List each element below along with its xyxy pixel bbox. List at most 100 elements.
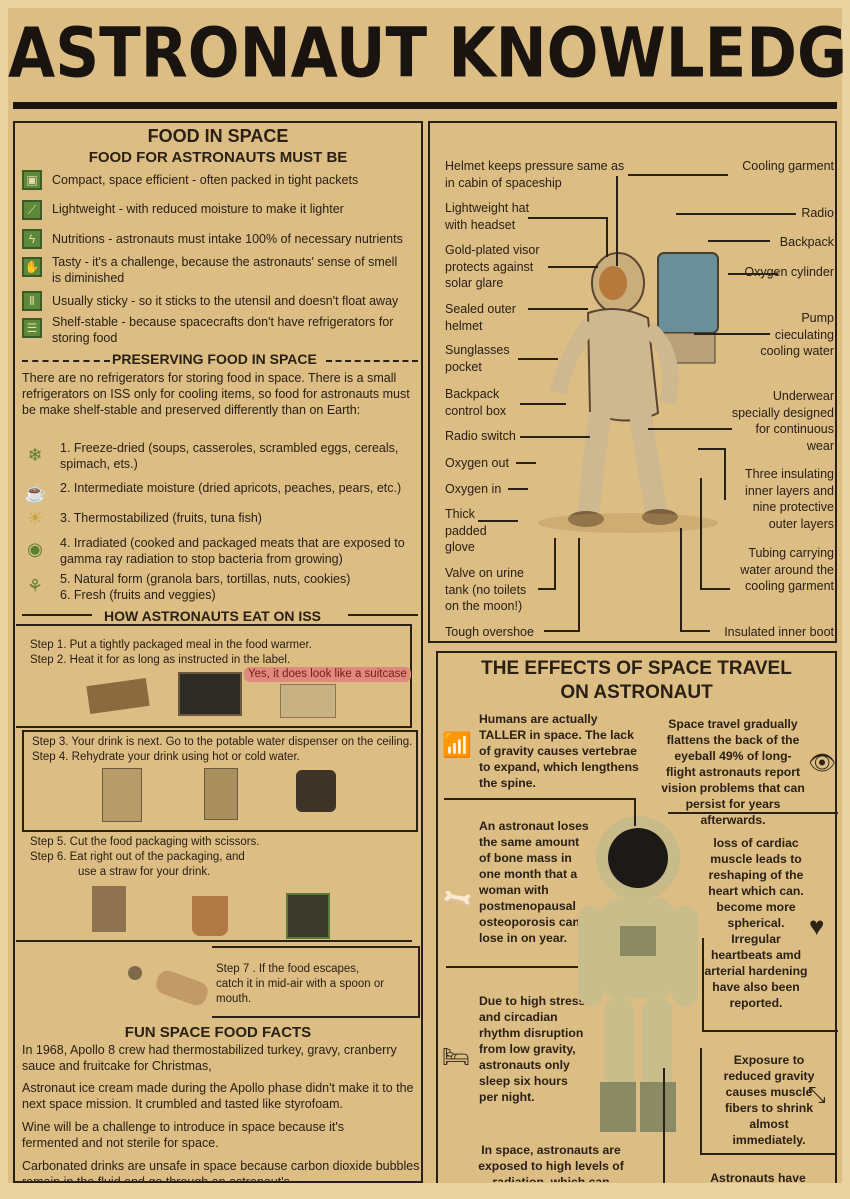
shrink-arrows-icon: ⤡ xyxy=(808,1082,826,1107)
poster-title: ASTRONAUT KNOWLEDGE xyxy=(8,14,850,94)
leader-underwear xyxy=(648,428,732,430)
label-pump: Pump cieculating cooling water xyxy=(760,311,834,358)
leader-radio xyxy=(676,213,796,215)
preserving-heading: PRESERVING FOOD IN SPACE xyxy=(112,351,317,367)
title-rule xyxy=(13,102,837,109)
eat-step-3: Step 3. Your drink is next. Go to the po… xyxy=(32,736,413,748)
sticky-icon: Ⅱ xyxy=(22,291,42,311)
eat-step-5: Step 5. Cut the food packaging with scis… xyxy=(30,836,260,848)
drink-box-image xyxy=(286,893,330,939)
astronaut-illustration xyxy=(538,252,719,533)
leader-backpack xyxy=(708,240,770,242)
leader-valve-v xyxy=(554,538,556,590)
leader-radio-switch xyxy=(520,436,590,438)
eat-step-box-1 xyxy=(16,624,412,728)
leader-oxygen xyxy=(728,273,778,275)
preserve-item-4: 4. Irradiated (cooked and packaged meats… xyxy=(60,536,405,566)
leader-pump xyxy=(694,333,770,335)
leader-valve xyxy=(538,588,556,590)
snowflake-icon: ❄ xyxy=(27,445,43,465)
food-bowl-image xyxy=(192,896,228,936)
leader-overshoe-v xyxy=(578,538,580,632)
suitcase-note: Yes, it does look like a suitcase xyxy=(244,667,411,682)
eye-icon: 👁 xyxy=(808,750,836,775)
label-underwear: Underwear specially designed for continu… xyxy=(731,389,834,453)
food-item-3: Nutritions - astronauts must intake 100%… xyxy=(52,232,403,246)
label-valve: Valve on urine tank (no toilets on the m… xyxy=(445,566,527,613)
leader-oxygen-in xyxy=(508,488,528,490)
leader-heart xyxy=(702,1030,838,1032)
preserve-item-5: 5. Natural form (granola bars, tortillas… xyxy=(60,572,351,586)
fact-2: Astronaut ice cream made during the Apol… xyxy=(22,1081,414,1111)
compact-icon: ▣ xyxy=(22,170,42,190)
fact-4: Carbonated drinks are unsafe in space be… xyxy=(22,1159,420,1182)
effect-taller: Humans are actually TALLER in space. The… xyxy=(479,712,639,790)
preserve-item-3: 3. Thermostabilized (fruits, tuna fish) xyxy=(60,511,262,525)
leader-vision xyxy=(668,812,838,814)
dash-right xyxy=(326,360,418,362)
eat-step-1: Step 1. Put a tightly packaged meal in t… xyxy=(30,639,312,651)
hand-icon: ✋ xyxy=(22,257,42,277)
label-backpack: Backpack xyxy=(779,235,834,249)
effect-have: Astronauts have xyxy=(710,1171,806,1184)
leader-muscle xyxy=(700,1153,836,1155)
cup-icon: ☕ xyxy=(24,483,47,503)
label-glove: Thick padded glove xyxy=(445,507,487,554)
leader-muscle-v xyxy=(700,1048,702,1154)
effect-vision: Space travel gradually flattens the back… xyxy=(661,717,805,827)
label-helmet: Helmet keeps pressure same as in cabin o… xyxy=(445,159,625,190)
preserving-intro: There are no refrigerators for storing f… xyxy=(22,371,410,417)
radiation-icon: ◉ xyxy=(27,539,43,559)
effect-muscle: Exposure to reduced gravity causes muscl… xyxy=(723,1053,815,1147)
eat-rule-right xyxy=(348,614,418,616)
label-control-box: Backpack control box xyxy=(445,387,507,418)
leader-outer-helmet xyxy=(528,308,588,310)
leader-tubing-v xyxy=(700,478,702,588)
eat-step-6b: use a straw for your drink. xyxy=(78,866,211,878)
astronaut-figure xyxy=(578,816,698,1132)
leader-overshoe xyxy=(544,630,580,632)
leader-layers-v xyxy=(724,448,726,500)
leader-hat-v xyxy=(606,217,608,257)
leader-glove xyxy=(478,520,518,522)
leader-taller xyxy=(444,798,634,800)
feather-icon: ⟋ xyxy=(22,200,42,220)
leader-boot xyxy=(680,630,710,632)
food-heading: FOOD IN SPACE xyxy=(147,126,289,146)
leader-layers xyxy=(698,448,726,450)
drink-pouch-image xyxy=(204,768,238,820)
fact-3: Wine will be a challenge to introduce in… xyxy=(22,1120,345,1150)
eat-step-box-4 xyxy=(212,946,420,1018)
label-inner-boot: Insulated inner boot xyxy=(724,625,834,639)
label-outer-helmet: Sealed outer helmet xyxy=(445,302,516,333)
label-radio: Radio xyxy=(801,206,834,220)
spacesuit-panel xyxy=(428,121,837,643)
leader-heart-v xyxy=(702,938,704,1030)
label-sunglasses: Sunglasses pocket xyxy=(445,343,510,374)
effect-heart: loss of cardiac muscle leads to reshapin… xyxy=(704,836,808,1010)
leader-visor xyxy=(548,266,598,268)
leader-radiation-v xyxy=(663,1068,665,1183)
label-radio-switch: Radio switch xyxy=(445,429,516,443)
battery-icon: ϟ xyxy=(22,229,42,249)
shelf-icon: ☰ xyxy=(22,318,42,338)
preserve-item-1: 1. Freeze-dried (soups, casseroles, scra… xyxy=(60,441,399,471)
food-item-2: Lightweight - with reduced moisture to m… xyxy=(52,202,344,216)
leader-hat xyxy=(528,217,608,219)
food-item-5: Usually sticky - so it sticks to the ute… xyxy=(52,294,399,308)
leader-cooling xyxy=(628,174,728,176)
effects-heading-2: ON ASTRONAUT xyxy=(560,682,713,703)
label-overshoe: Tough overshoe xyxy=(445,625,534,639)
food-item-1: Compact, space efficient - often packed … xyxy=(52,173,359,187)
leader-tubing xyxy=(700,588,730,590)
spoon-image xyxy=(128,966,142,980)
leader-helmet xyxy=(616,176,618,266)
fact-1: In 1968, Apollo 8 crew had thermostabili… xyxy=(22,1043,397,1073)
effects-panel xyxy=(436,651,837,1183)
food-panel xyxy=(13,121,423,1183)
label-hat: Lightweight hat with headset xyxy=(445,201,530,232)
eat-step-box-2 xyxy=(22,730,418,832)
preserve-item-2: 2. Intermediate moisture (dried apricots… xyxy=(60,481,402,495)
leader-sunglasses xyxy=(518,358,558,360)
warmed-packet-image xyxy=(280,684,336,718)
